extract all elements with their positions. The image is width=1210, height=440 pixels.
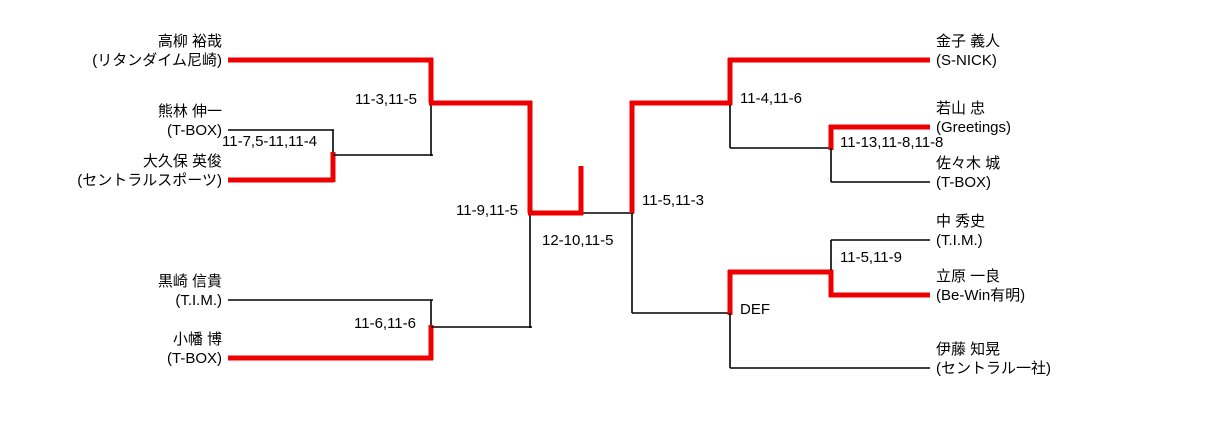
- player-name: 熊林 伸一: [157, 103, 222, 120]
- player-name: 小幡 博: [172, 331, 222, 348]
- player-left-4: 黒崎 信貴 (T.I.M.): [158, 272, 222, 310]
- player-left-5: 小幡 博 (T-BOX): [167, 330, 222, 368]
- player-club: (リタンダイム尼崎): [92, 52, 222, 69]
- score-right-qf-lower: DEF: [740, 301, 770, 318]
- player-name: 大久保 英俊: [142, 153, 222, 170]
- player-right-1: 金子 義人 (S-NICK): [936, 32, 1000, 70]
- player-left-1: 高柳 裕哉 (リタンダイム尼崎): [92, 32, 222, 70]
- score-right-r1-upper: 11-13,11-8,11-8: [840, 134, 944, 151]
- player-name: 高柳 裕哉: [157, 33, 222, 50]
- score-right-sf: 11-5,11-3: [642, 192, 704, 209]
- player-right-6: 伊藤 知晃 (セントラル一社): [936, 340, 1051, 378]
- score-final: 12-10,11-5: [542, 232, 614, 249]
- score-left-sf: 11-9,11-5: [456, 202, 518, 219]
- player-club: (Greetings): [936, 119, 1012, 136]
- player-club: (T-BOX): [936, 174, 991, 191]
- player-club: (T.I.M.): [175, 292, 222, 309]
- player-name: 立原 一良: [936, 268, 1001, 285]
- score-left-qf-upper: 11-3,11-5: [355, 91, 417, 108]
- player-left-3: 大久保 英俊 (セントラルスポーツ): [77, 152, 222, 190]
- player-club: (セントラルスポーツ): [77, 172, 222, 189]
- score-left-r1-lower: 11-7,5-11,11-4: [222, 133, 318, 150]
- player-name: 伊藤 知晃: [936, 341, 1001, 358]
- player-name: 金子 義人: [936, 33, 1001, 50]
- player-name: 若山 忠: [936, 100, 986, 117]
- player-club: (セントラル一社): [936, 360, 1051, 377]
- player-left-2: 熊林 伸一 (T-BOX): [158, 102, 222, 140]
- player-name: 黒崎 信貴: [157, 273, 222, 290]
- player-name: 佐々木 城: [936, 155, 1001, 172]
- player-club: (Be-Win有明): [936, 287, 1026, 304]
- player-club: (T-BOX): [167, 122, 222, 139]
- player-right-2: 若山 忠 (Greetings): [936, 99, 1011, 137]
- player-right-4: 中 秀史 (T.I.M.): [936, 212, 985, 250]
- player-club: (T-BOX): [167, 350, 222, 367]
- player-club: (S-NICK): [936, 52, 997, 69]
- player-club: (T.I.M.): [936, 232, 983, 249]
- score-left-lower-qf: 11-6,11-6: [354, 315, 416, 332]
- score-right-qf-upper: 11-4,11-6: [740, 90, 802, 107]
- player-name: 中 秀史: [936, 213, 986, 230]
- player-right-5: 立原 一良 (Be-Win有明): [936, 267, 1025, 305]
- score-right-r1-lower: 11-5,11-9: [840, 249, 902, 266]
- player-right-3: 佐々木 城 (T-BOX): [936, 154, 1000, 192]
